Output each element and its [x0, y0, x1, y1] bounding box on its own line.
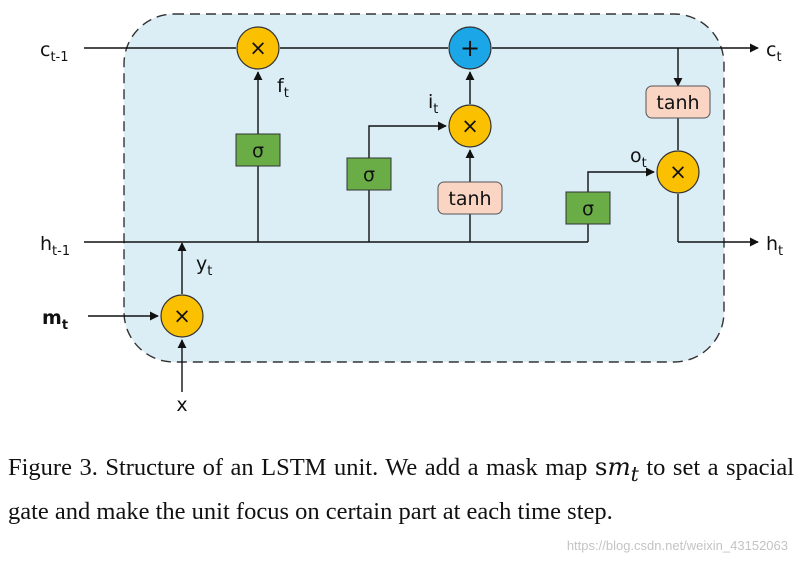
multiply-symbol: ×	[669, 160, 687, 184]
multiply-symbol: ×	[461, 114, 479, 138]
forget-multiply-node: ×	[236, 26, 280, 70]
add-symbol: +	[460, 34, 480, 62]
output-sigma-box: σ	[565, 191, 611, 225]
mask-multiply-node: ×	[160, 294, 204, 338]
x-label: x	[176, 394, 187, 416]
y-label: yt	[196, 253, 212, 279]
forget-sigma-box: σ	[235, 133, 281, 167]
c-next-label: ct	[766, 39, 782, 65]
output-tanh-box: tanh	[645, 85, 711, 119]
candidate-tanh-box: tanh	[437, 181, 503, 215]
mask-label: mt	[42, 307, 68, 333]
multiply-symbol: ×	[173, 304, 191, 328]
watermark: https://blog.csdn.net/weixin_43152063	[566, 538, 788, 553]
h-next-label: ht	[766, 233, 783, 259]
caption-math: smt	[594, 452, 639, 486]
sigma-symbol: σ	[363, 164, 375, 186]
tanh-label: tanh	[656, 92, 699, 114]
caption-text-start: Figure 3. Structure of an LSTM unit. We …	[8, 454, 595, 481]
lstm-cell-box	[123, 13, 725, 363]
forget-gate-label: ft	[277, 75, 289, 101]
tanh-label: tanh	[448, 188, 491, 210]
sigma-symbol: σ	[252, 140, 264, 162]
add-node: +	[448, 26, 492, 70]
c-prev-label: ct-1	[40, 39, 69, 65]
input-gate-label: it	[428, 91, 438, 117]
caption-text-end: to set a spacial gate and make the unit …	[8, 454, 794, 525]
lstm-diagram: × + × × × σ σ σ tanh tanh ct-1 ct ht-1 h…	[40, 13, 783, 416]
input-multiply-node: ×	[448, 104, 492, 148]
sigma-symbol: σ	[582, 198, 594, 220]
input-sigma-box: σ	[346, 157, 392, 191]
output-gate-label: ot	[630, 145, 647, 171]
output-sigma-to-multiply	[587, 167, 655, 192]
input-sigma-to-multiply	[368, 121, 447, 158]
output-multiply-node: ×	[656, 150, 700, 194]
h-prev-label: ht-1	[40, 233, 70, 259]
multiply-symbol: ×	[249, 36, 267, 60]
figure-caption: Figure 3. Structure of an LSTM unit. We …	[8, 448, 794, 530]
